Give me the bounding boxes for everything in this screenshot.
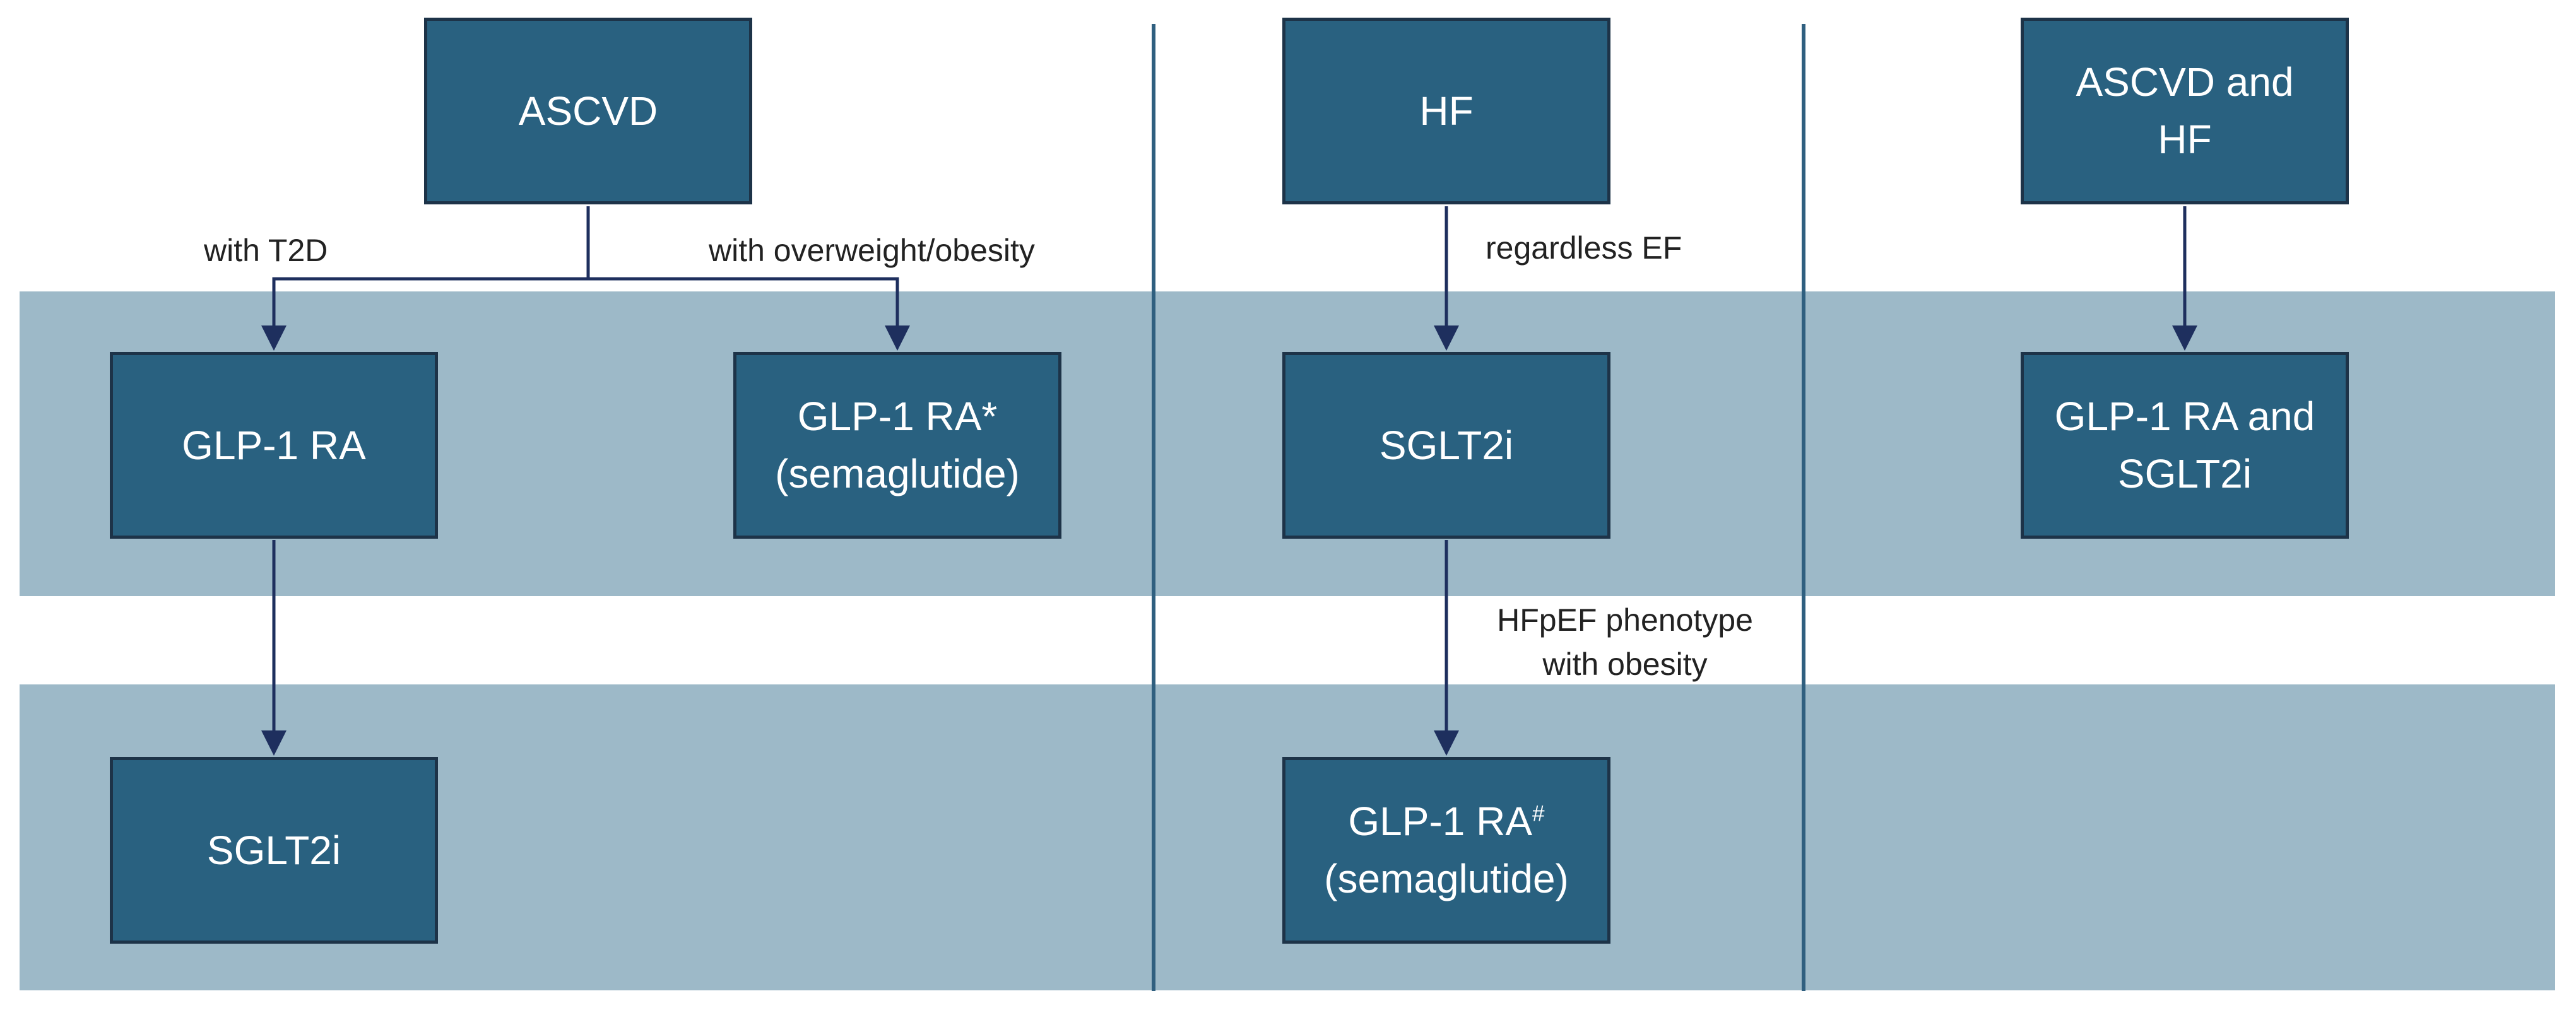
label-regardless-ef: regardless EF: [1486, 230, 1682, 266]
glp1-ra-and-sglt2i-line2: SGLT2i: [2117, 451, 2252, 496]
ascvd-box-label: ASCVD: [518, 88, 658, 134]
label-with-overweight-obesity: with overweight/obesity: [709, 233, 1035, 268]
sglt2i-hf-box: SGLT2i: [1282, 352, 1610, 539]
glp1-ra-hfpef-line1: GLP-1 RA#: [1348, 793, 1544, 850]
glp1-ra-hfpef-line2: (semaglutide): [1324, 856, 1569, 901]
column-divider: [1802, 24, 1805, 991]
glp1-ra-semaglutide-box: GLP-1 RA* (semaglutide): [733, 352, 1061, 539]
glp1-ra-semaglutide-text: GLP-1 RA: [797, 394, 982, 440]
arrow-ascvd-to-glp1: [261, 206, 590, 351]
glp1-ra-semaglutide-line1: GLP-1 RA*: [798, 388, 998, 445]
glp1-ra-and-sglt2i-box: GLP-1 RA and SGLT2i: [2021, 352, 2349, 539]
glp1-ra-box: GLP-1 RA: [110, 352, 438, 539]
label-hfpef-phenotype: HFpEF phenotype with obesity: [1477, 598, 1773, 686]
glp1-ra-semaglutide-line2: (semaglutide): [775, 451, 1020, 496]
glp1-ra-and-sglt2i-line1: GLP-1 RA and: [2054, 394, 2315, 440]
glp1-ra-hfpef-box: GLP-1 RA# (semaglutide): [1282, 757, 1610, 944]
label-with-t2d: with T2D: [204, 233, 328, 268]
hash-footnote-mark: #: [1532, 801, 1545, 826]
glp1-ra-hfpef-text: GLP-1 RA: [1348, 799, 1533, 845]
sglt2i-ascvd-box-label: SGLT2i: [206, 827, 341, 873]
sglt2i-hf-box-label: SGLT2i: [1379, 422, 1514, 468]
column-divider: [1152, 24, 1155, 991]
asterisk-footnote-mark: *: [981, 394, 998, 440]
glp1-ra-box-label: GLP-1 RA: [182, 422, 366, 468]
hf-box: HF: [1282, 18, 1610, 204]
arrow-ascvd-to-glp1-semaglutide: [588, 277, 910, 351]
ascvd-and-hf-box: ASCVD and HF: [2021, 18, 2349, 204]
ascvd-box: ASCVD: [424, 18, 752, 204]
label-hfpef-phenotype-line1: HFpEF phenotype: [1497, 602, 1753, 638]
label-hfpef-phenotype-line2: with obesity: [1542, 647, 1708, 682]
ascvd-and-hf-box-label-line1: ASCVD and: [2076, 59, 2294, 105]
ascvd-and-hf-box-label-line2: HF: [2158, 117, 2212, 162]
sglt2i-ascvd-box: SGLT2i: [110, 757, 438, 944]
hf-box-label: HF: [1419, 88, 1474, 134]
